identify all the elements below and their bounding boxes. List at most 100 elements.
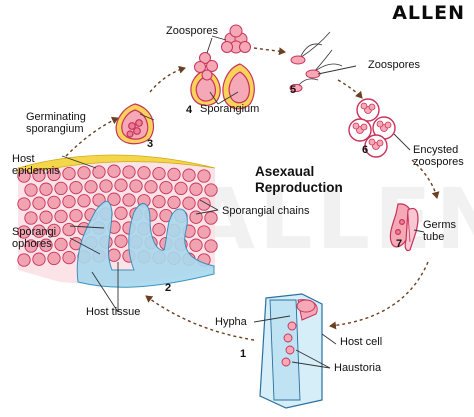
host-tissue-cell <box>39 238 53 252</box>
zoospore-cluster-top <box>194 24 251 81</box>
host-tissue-cell <box>24 239 38 253</box>
allen-logo: ALLEN <box>392 2 465 24</box>
host-tissue-cell <box>144 180 158 194</box>
host-tissue-cell <box>204 183 218 197</box>
host-tissue-cell <box>189 238 203 252</box>
host-tissue-cell <box>62 250 76 265</box>
host-tissue-cell <box>17 225 31 239</box>
label-zoospores-top: Zoospores <box>166 25 218 37</box>
arrow-4-to-5 <box>253 47 286 56</box>
sporangiophore-hyphae <box>76 200 215 288</box>
host-tissue-cell <box>122 165 136 179</box>
zoospore-leader-lines <box>206 35 227 54</box>
sporangiophores-line-2: ophores <box>12 238 52 250</box>
diagram-title: Asexaual Reproduction <box>255 164 375 196</box>
host-tissue-cell <box>114 234 128 248</box>
title-line-1: Asexaual <box>255 164 315 179</box>
host-tissue-cell <box>174 181 188 196</box>
label-sporangial-chains: Sporangial chains <box>222 205 310 217</box>
host-tissue-cell <box>32 168 46 182</box>
germs-line-2: tube <box>423 231 445 243</box>
host-tissue-cell <box>114 206 128 220</box>
title-line-2: Reproduction <box>255 180 343 195</box>
host-tissue-cell <box>32 196 46 210</box>
host-tissue-cell <box>189 210 203 224</box>
host-tissue-cell <box>152 194 166 209</box>
stage-number-3: 3 <box>147 138 154 150</box>
host-tissue-cell <box>39 210 53 224</box>
host-epidermis-line-2: epidermis <box>12 165 60 177</box>
watermark: ALLEN <box>190 170 474 268</box>
host-tissue-cell <box>39 182 53 196</box>
host-tissue-cell <box>24 211 38 225</box>
host-tissue-cell <box>197 225 211 239</box>
host-tissue-cell <box>69 208 83 223</box>
host-tissue-cell <box>107 248 121 262</box>
arrow-1-to-2 <box>145 295 255 341</box>
encysted-line-2: zoospores <box>413 156 464 168</box>
germ-tube <box>389 203 419 252</box>
host-tissue-cell <box>189 182 203 196</box>
label-host-tissue: Host tissue <box>86 306 141 318</box>
host-tissue-cell <box>182 196 196 210</box>
label-zoospores-right: Zoospores <box>368 59 420 71</box>
host-tissue-cell <box>47 251 61 266</box>
free-zoospores <box>289 31 357 93</box>
stage-number-1: 1 <box>240 348 247 360</box>
host-tissue-cell <box>17 169 31 183</box>
host-tissue-cell <box>137 166 151 180</box>
host-tissue-cell <box>107 164 121 178</box>
sporangium-right <box>222 63 255 110</box>
label-haustoria: Haustoria <box>334 362 382 374</box>
host-tissue-cell <box>54 209 68 224</box>
germinating-line-2: sporangium <box>26 123 84 135</box>
host-tissue-cell <box>17 197 31 211</box>
host-tissue-cell <box>182 168 196 182</box>
host-tissue-cell <box>99 179 113 193</box>
label-germinating-sporangium: Germinating sporangium <box>26 111 86 135</box>
cycle-arrows <box>65 47 440 341</box>
host-tissue-cell <box>17 253 31 267</box>
host-tissue-cell <box>152 222 166 237</box>
arrow-6-to-7 <box>411 159 440 199</box>
host-tissue-cell <box>204 211 218 225</box>
germs-line-1: Germs <box>423 219 456 231</box>
host-tissue-cell <box>107 192 121 206</box>
encysted-line-1: Encysted <box>413 144 459 156</box>
host-tissue-cell <box>197 169 211 183</box>
host-tissue-cell <box>47 195 61 210</box>
host-tissue-cell <box>54 181 68 196</box>
arrow-7-to-1 <box>329 261 429 330</box>
host-tissue-cell <box>197 197 211 211</box>
host-tissue-cell <box>167 195 181 210</box>
arrow-2-to-3 <box>65 116 119 157</box>
host-tissue-cell <box>92 165 106 179</box>
host-tissue-cell <box>24 183 38 197</box>
host-tissue-cell <box>159 180 173 195</box>
host-tissue-cell <box>62 222 76 237</box>
host-tissue-cell <box>77 194 91 208</box>
label-hypha: Hypha <box>215 316 247 328</box>
host-epidermis-layer <box>17 154 216 177</box>
label-host-cell: Host cell <box>340 336 383 348</box>
host-tissue-cell <box>47 223 61 238</box>
germinating-sporangium <box>115 103 155 145</box>
label-host-epidermis: Host epidermis <box>12 153 60 177</box>
label-germs-tube: Germs tube <box>423 219 456 243</box>
germinating-line-1: Germinating <box>26 111 86 123</box>
host-tissue-cell <box>62 166 76 181</box>
label-sporangiophores: Sporangi ophores <box>12 226 56 250</box>
host-tissue-cell <box>32 252 46 266</box>
arrow-5-to-6 <box>337 79 363 99</box>
host-tissue-cell <box>152 166 166 181</box>
host-tissue-cell <box>47 167 61 182</box>
stage-number-6: 6 <box>362 144 369 156</box>
host-epidermis-line-1: Host <box>12 153 35 165</box>
host-tissue-cell <box>122 193 136 207</box>
host-tissue-cell <box>54 237 68 252</box>
host-tissue-cell <box>129 179 143 193</box>
host-tissue-cell <box>32 224 46 238</box>
host-cell-hypha <box>259 293 323 409</box>
